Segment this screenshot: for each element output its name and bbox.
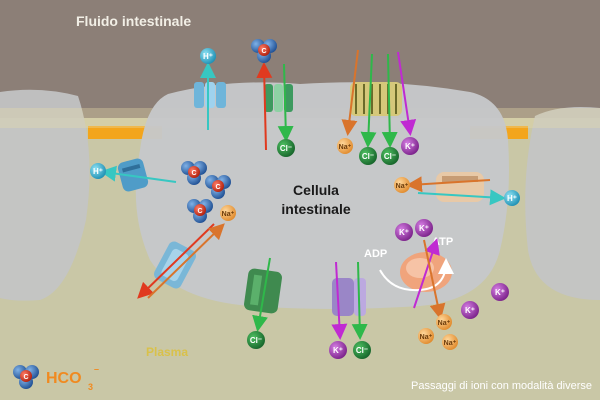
k-influx-apical-arrow xyxy=(397,51,417,136)
na-ion-label: Na⁺ xyxy=(438,320,451,327)
cl-ion-icon: Cl⁻ xyxy=(247,331,265,349)
k-ion-icon: K⁺ xyxy=(395,223,413,241)
cl-efflux-basolateral-arrow-2 xyxy=(351,261,368,340)
h-ion-label: H⁺ xyxy=(507,194,517,203)
legend-formula: HCO xyxy=(46,370,82,387)
cl-ion-icon: Cl⁻ xyxy=(277,139,295,157)
k-ion-icon: K⁺ xyxy=(415,219,433,237)
basolateral-na-hco3-cotransporter-icon xyxy=(154,241,196,289)
na-ion-icon: Na⁺ xyxy=(394,177,410,193)
cl-ion-icon: Cl⁻ xyxy=(359,147,377,165)
cl-ion-label: Cl⁻ xyxy=(384,152,396,161)
h-efflux-right-arrow xyxy=(417,189,506,206)
cl-ion-icon: Cl⁻ xyxy=(381,147,399,165)
cell-label-line1: Cellula xyxy=(293,182,339,198)
k-ion-icon: K⁺ xyxy=(461,301,479,319)
k-ion-label: K⁺ xyxy=(333,346,343,355)
cl-influx-apical-arrow-3 xyxy=(381,53,398,148)
cl-ion-label: Cl⁻ xyxy=(250,336,262,345)
svg-text:C: C xyxy=(215,184,220,191)
na-ion-label: Na⁺ xyxy=(444,340,457,347)
h-ion-icon: H⁺ xyxy=(504,190,520,206)
adp-label: ADP xyxy=(364,248,387,260)
na-ion-icon: Na⁺ xyxy=(337,138,353,154)
k-ion-label: K⁺ xyxy=(405,142,415,151)
apical-h-channel-icon xyxy=(194,82,226,108)
na-ion-label: Na⁺ xyxy=(339,144,352,151)
na-basolateral-arrow xyxy=(147,223,225,299)
caption: Passaggi di ioni con modalità diverse xyxy=(411,380,592,392)
cl-ion-icon: Cl⁻ xyxy=(353,341,371,359)
h-ion-label: H⁺ xyxy=(93,167,103,176)
svg-text:C: C xyxy=(191,170,196,177)
k-ion-icon: K⁺ xyxy=(401,137,419,155)
cl-influx-apical-arrow xyxy=(277,63,294,142)
cl-ion-label: Cl⁻ xyxy=(356,346,368,355)
na-ion-label: Na⁺ xyxy=(396,183,409,190)
bicarbonate-molecule-icon: C xyxy=(13,365,39,389)
bicarbonate-molecule-icon: C xyxy=(181,161,207,185)
k-ion-label: K⁺ xyxy=(465,306,475,315)
svg-text:C: C xyxy=(197,208,202,215)
cl-efflux-basolateral-arrow xyxy=(252,257,271,332)
apical-nkcc-cotransporter-icon xyxy=(350,82,402,116)
cell-label-line2: intestinale xyxy=(281,201,350,217)
intestinal-cell xyxy=(135,82,509,309)
cl-influx-apical-arrow-2 xyxy=(360,53,377,148)
cl-ion-label: Cl⁻ xyxy=(280,144,292,153)
k-ion-label: K⁺ xyxy=(399,228,409,237)
k-ion-label: K⁺ xyxy=(495,288,505,297)
h-efflux-lateral-arrow xyxy=(100,165,177,183)
h-ion-icon: H⁺ xyxy=(200,48,216,64)
left-neighbour-cell xyxy=(0,89,90,301)
na-influx-apical-arrow xyxy=(341,49,359,136)
k-influx-pump-arrow xyxy=(413,238,440,309)
k-ion-icon: K⁺ xyxy=(491,283,509,301)
na-influx-lateral-arrow xyxy=(406,176,491,193)
bicarbonate-molecule-icon: C xyxy=(205,175,231,199)
h-ion-label: H⁺ xyxy=(203,52,213,61)
h-ion-icon: H⁺ xyxy=(90,163,106,179)
svg-text:C: C xyxy=(23,374,28,381)
na-ion-icon: Na⁺ xyxy=(418,328,434,344)
right-neighbour-cell xyxy=(525,107,600,300)
bicarbonate-molecule-icon: C xyxy=(187,199,213,223)
plasma-label: Plasma xyxy=(146,345,188,359)
legend: C HCO 3 – xyxy=(13,364,99,392)
basolateral-cl-channel-icon xyxy=(244,268,282,314)
na-ion-label: Na⁺ xyxy=(420,334,433,341)
k-ion-label: K⁺ xyxy=(419,224,429,233)
legend-superscript: – xyxy=(94,364,99,374)
hco3-efflux-arrow xyxy=(256,62,273,151)
na-ion-icon: Na⁺ xyxy=(442,334,458,350)
lateral-h-exchanger-icon xyxy=(117,158,149,192)
legend-subscript: 3 xyxy=(88,382,93,392)
k-ion-icon: K⁺ xyxy=(329,341,347,359)
na-ion-icon: Na⁺ xyxy=(436,314,452,330)
apical-cl-hco3-exchanger-icon xyxy=(264,84,293,112)
na-efflux-pump-arrow xyxy=(423,239,446,320)
hco3-basolateral-arrow xyxy=(137,223,215,299)
cl-ion-label: Cl⁻ xyxy=(362,152,374,161)
na-ion-label: Na⁺ xyxy=(222,211,235,218)
lumen-label: Fluido intestinale xyxy=(76,13,191,29)
svg-text:C: C xyxy=(261,48,266,55)
bicarbonate-molecule-icon: C xyxy=(251,39,277,63)
k-efflux-basolateral-arrow xyxy=(331,261,348,340)
na-ion-icon: Na⁺ xyxy=(220,205,236,221)
